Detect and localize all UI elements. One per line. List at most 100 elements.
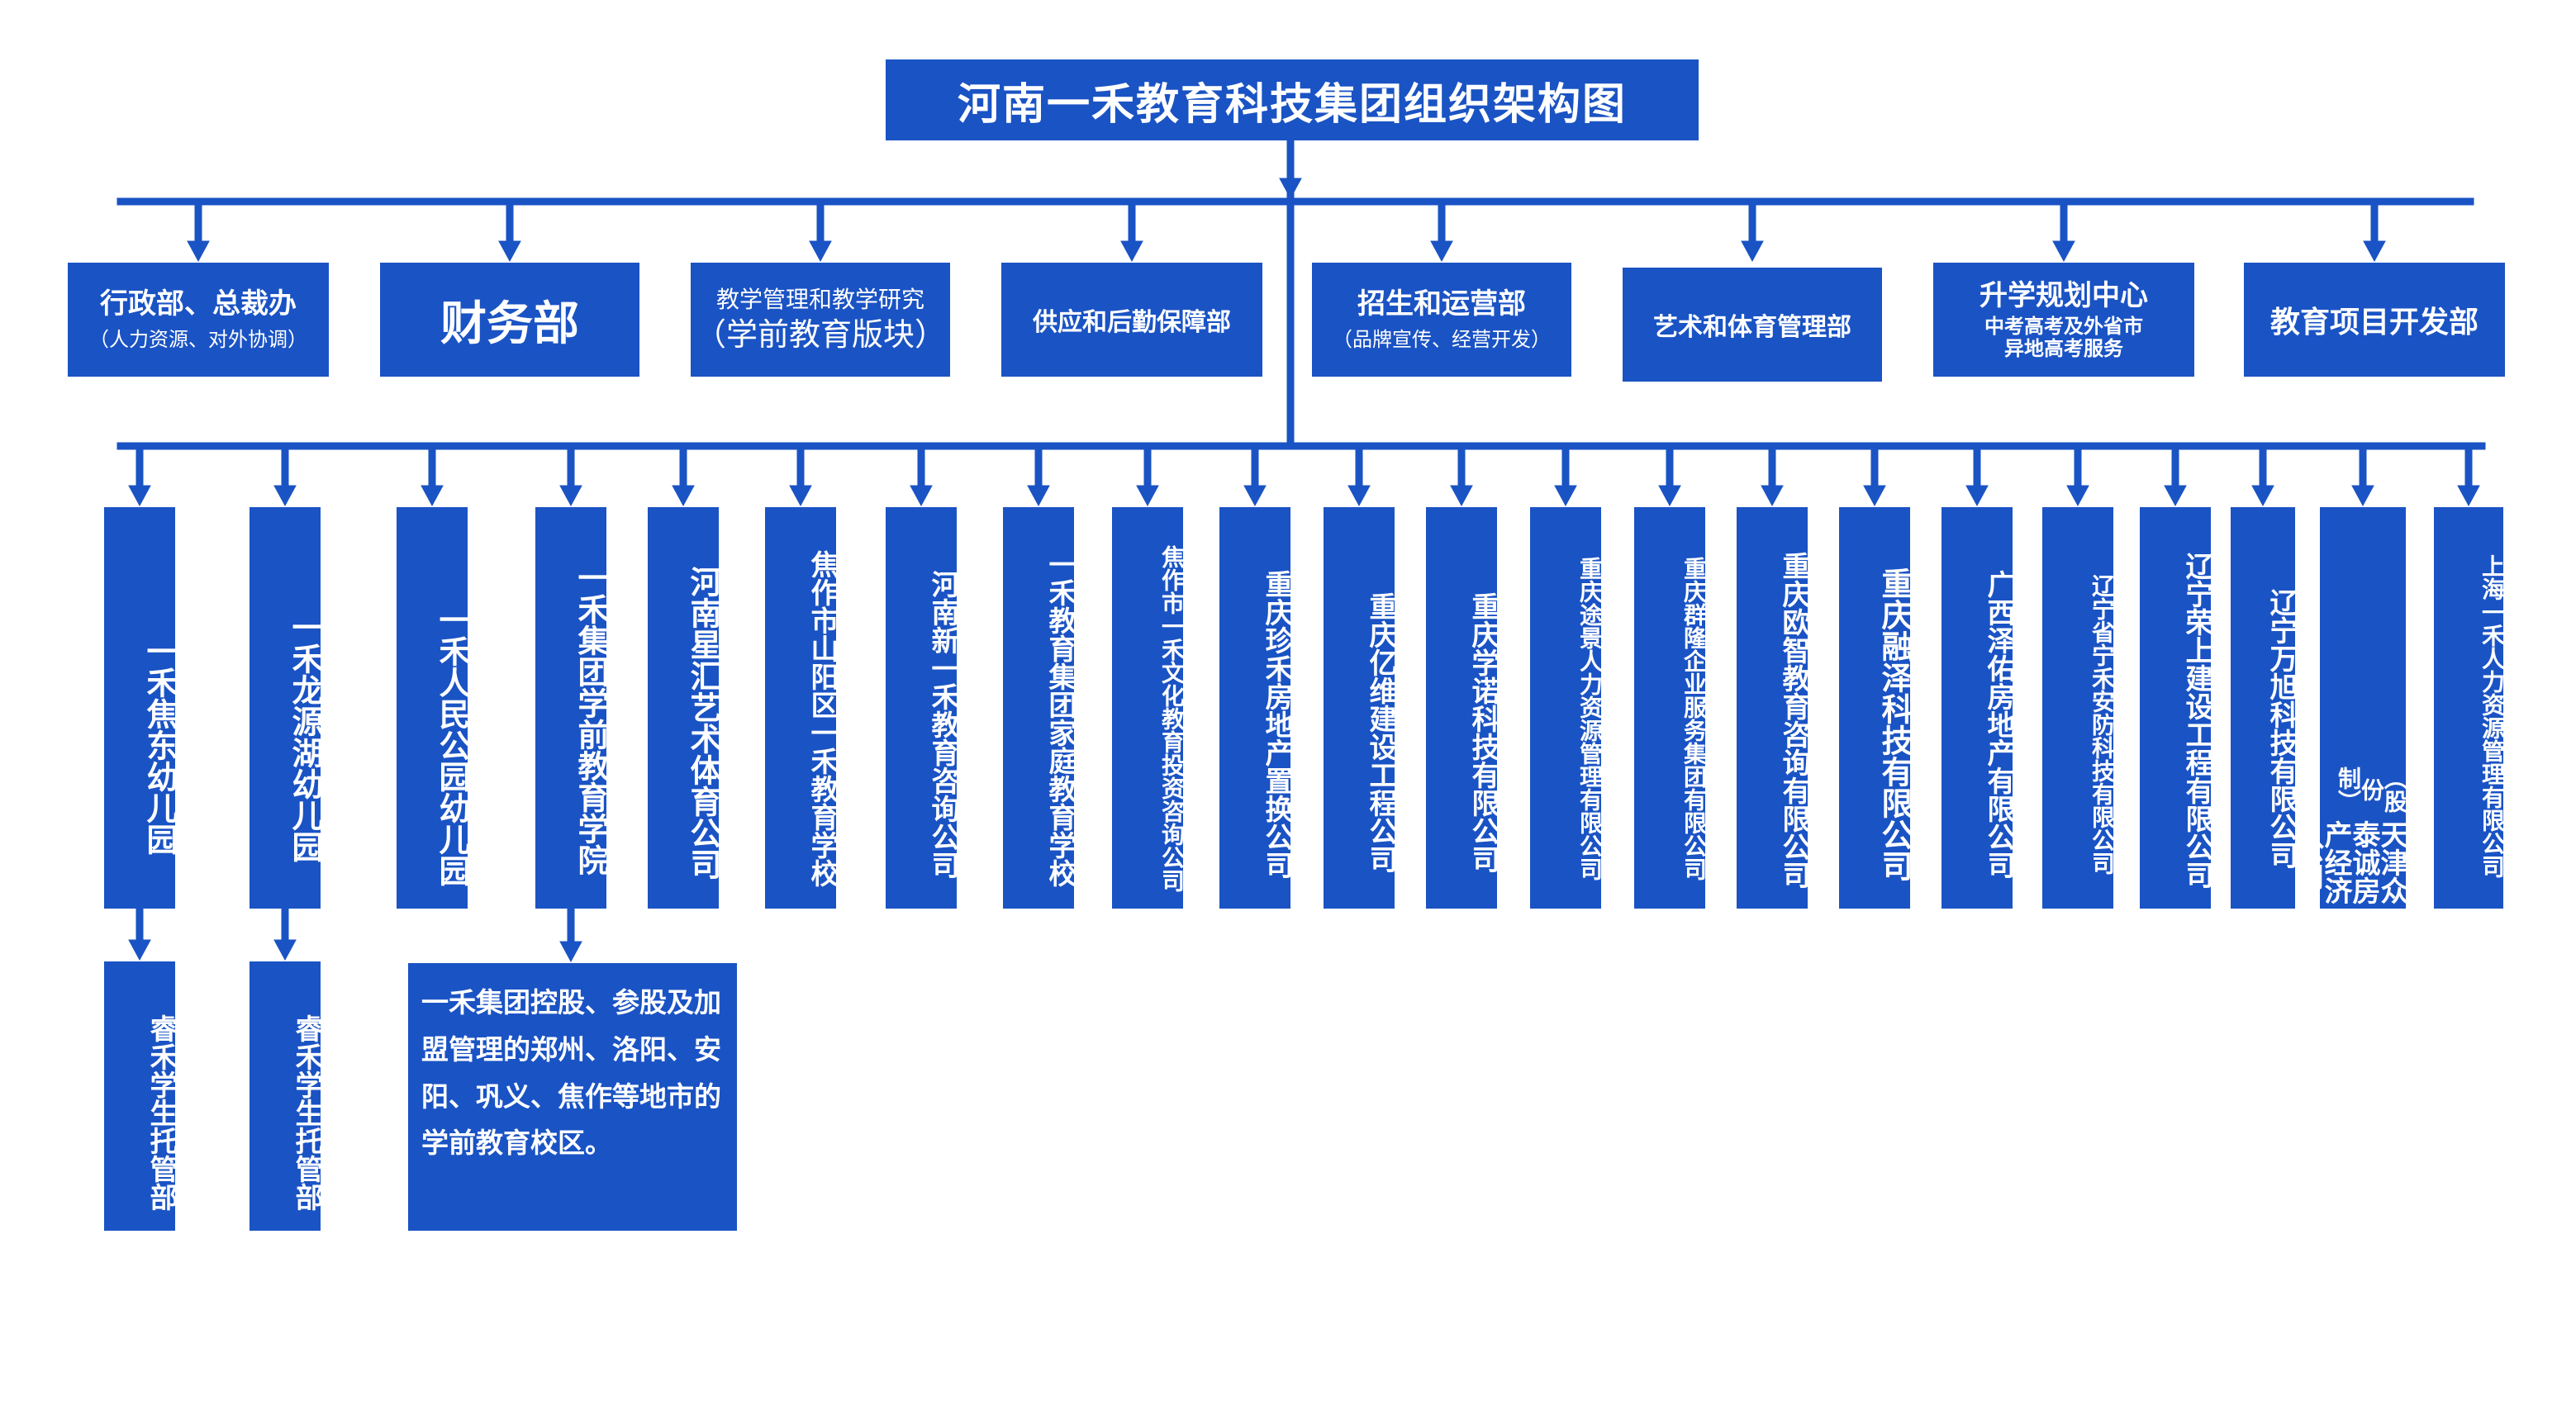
connector-drop [1034,445,1043,490]
dept-enrollment-sub: （品牌宣传、经营开发） [1333,328,1551,352]
connector-drop [1457,445,1466,490]
arrowhead [128,939,151,961]
chart-title: 河南一禾教育科技集团组织架构图 [886,59,1699,140]
dept-teaching: 教学管理和教学研究 （学前教育版块） [691,263,950,377]
unit-ouzhi-consulting: 重庆欧智教育咨询有限公司 [1737,507,1810,909]
unit-zhongtaicheng-real-estate: 天津众泰诚房产经济公司 （股份制） [2291,507,2408,909]
unit-jiaodong-kindergarten: 一禾焦东幼儿园 [104,507,178,909]
dept-project-dev: 教育项目开发部 [2244,263,2505,377]
dept-bus [116,197,2474,206]
arrowhead [1741,240,1764,263]
connector-drop [2259,445,2267,490]
dept-arts-sports: 艺术和体育管理部 [1623,268,1882,382]
connector-drop [1128,201,1136,245]
connector-drop [1143,445,1152,490]
dept-project-dev-label: 教育项目开发部 [2269,306,2479,339]
dept-admission-planning-sub: 中考高考及外省市 [1984,314,2143,338]
arrowhead [2251,485,2274,507]
arrowhead [273,939,297,961]
arrowhead-title [1279,178,1302,200]
unit-qunlong-enterprise: 重庆群隆企业服务集团有限公司 [1634,507,1708,909]
arrowhead [1761,485,1784,507]
connector-drop [1561,445,1570,490]
unit-renmin-park-kindergarten: 一禾人民公园幼儿园 [397,507,470,909]
dept-supply-label: 供应和后勤保障部 [1033,308,1231,337]
connector-drop [428,445,436,490]
arrowhead [2164,485,2187,507]
unit-zhongtaicheng-paren: （股份制） [2335,767,2408,813]
unit-family-education-school: 一禾教育集团家庭教育学校 [1003,507,1077,909]
arrowhead [910,485,933,507]
unit-longyuanhu-kindergarten: 一禾龙源湖幼儿园 [250,507,323,909]
connector-drop [2074,445,2082,490]
connector-drop [135,445,144,490]
unit-xinyihe-consulting: 河南新一禾教育咨询公司 [886,507,959,909]
connector-drop [135,908,144,944]
connector-drop [679,445,687,490]
dept-supply: 供应和后勤保障部 [1001,263,1262,377]
dept-arts-sports-label: 艺术和体育管理部 [1653,313,1851,342]
arrowhead [1430,240,1453,263]
connector-drop [2171,445,2179,490]
unit-shanghai-hr: 上海一禾人力资源管理有限公司 [2434,507,2506,909]
dept-admission-planning: 升学规划中心 中考高考及外省市 异地高考服务 [1933,263,2194,377]
arrowhead [789,485,812,507]
dept-finance-label: 财务部 [440,297,579,351]
dept-enrollment-label: 招生和运营部 [1357,287,1526,320]
arrowhead [1243,485,1267,507]
arrowhead [1658,485,1681,507]
connector-drop [2464,445,2473,490]
arrowhead [1347,485,1371,507]
arrowhead [2066,485,2089,507]
connector-drop [281,908,289,944]
unit-bus [116,442,2486,450]
arrowhead [498,240,521,263]
connector-drop [281,445,289,490]
connector-drop [2060,201,2068,245]
arrowhead [1450,485,1473,507]
arrowhead [2052,240,2075,263]
connector-drop [506,201,514,245]
arrowhead [2351,485,2374,507]
arrowhead [672,485,695,507]
unit-preschool-college: 一禾集团学前教育学院 [535,507,609,909]
unit-yiwei-construction: 重庆亿维建设工程公司 [1324,507,1397,909]
unit-xuenuo-tech: 重庆学诺科技有限公司 [1426,507,1499,909]
unit-xinghui-arts-sports: 河南星汇艺术体育公司 [648,507,721,909]
connector-drop [2359,445,2367,490]
arrowhead [128,485,151,507]
arrowhead [2363,240,2386,263]
connector-drop [1438,201,1446,245]
connector-drop [1355,445,1363,490]
sub-unit-tutoring-1: 睿禾学生托管部 [104,961,178,1231]
arrowhead [1120,240,1143,263]
connector-drop [796,445,805,490]
connector-drop [917,445,925,490]
connector-drop [1973,445,1981,490]
arrowhead [1136,485,1159,507]
arrowhead [1027,485,1050,507]
unit-zhenhe-real-estate: 重庆珍禾房地产置换公司 [1219,507,1293,909]
arrowhead [809,240,832,263]
arrowhead [559,941,582,963]
unit-wanxu-tech: 辽宁万旭科技有限公司 [2231,507,2298,909]
dept-admin-label: 行政部、总裁办 [100,287,297,320]
arrowhead [2457,485,2480,507]
dept-teaching-label: 教学管理和教学研究 [715,286,924,314]
unit-jiaozuo-culture-investment: 焦作市一禾文化教育投资咨询公司 [1112,507,1186,909]
unit-tujing-hr: 重庆途景人力资源管理有限公司 [1530,507,1604,909]
arrowhead [559,485,582,507]
arrowhead [1965,485,1989,507]
main-trunk [1286,194,1295,449]
preschool-campuses-note: 一禾集团控股、参股及加盟管理的郑州、洛阳、安阳、巩义、焦作等地市的学前教育校区。 [408,963,737,1231]
unit-ninghe-security: 辽宁省宁禾安防科技有限公司 [2042,507,2116,909]
connector-drop [1768,445,1776,490]
dept-enrollment: 招生和运营部 （品牌宣传、经营开发） [1312,263,1571,377]
dept-teaching-sub: （学前教育版块） [694,316,946,354]
connector-drop [1748,201,1756,245]
dept-admin-sub: （人力资源、对外协调） [89,328,307,352]
connector-drop [567,908,575,946]
dept-admission-planning-sub2: 异地高考服务 [2004,337,2123,361]
unit-zhongtaicheng-name: 天津众泰诚房产经济公司 [2291,820,2408,904]
